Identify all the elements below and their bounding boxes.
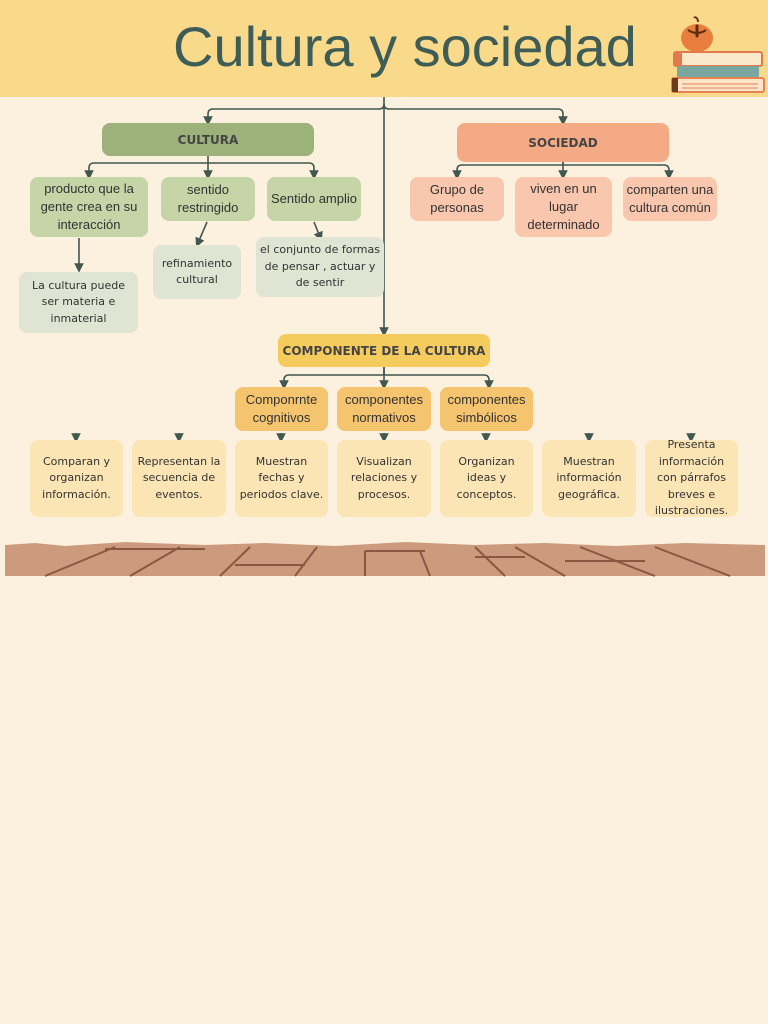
cultura-detail-materia: La cultura puede ser materia e inmateria… <box>19 272 138 333</box>
componente-item-cognitivos: Componrnte cognitivos <box>235 387 328 431</box>
books-icon <box>671 51 765 93</box>
componente-node: COMPONENTE DE LA CULTURA <box>278 334 490 367</box>
componente-item-normativos: componentes normativos <box>337 387 431 431</box>
books-apple-icon <box>671 16 765 93</box>
apple-icon <box>681 16 713 52</box>
cultura-node: CULTURA <box>102 123 314 156</box>
bottom-item-2: Representan la secuencia de eventos. <box>132 440 226 517</box>
header-band <box>0 0 768 97</box>
bottom-item-1: Comparan y organizan información. <box>30 440 123 517</box>
bottom-item-5: Organizan ideas y conceptos. <box>440 440 533 517</box>
bottom-item-7: Presenta información con párrafos breves… <box>645 438 738 517</box>
wooden-floor-strip <box>5 542 765 577</box>
cultura-detail-refinamiento: refinamiento cultural <box>153 245 241 299</box>
cultura-item-sentido-amplio: Sentido amplio <box>267 177 361 221</box>
connector-lines <box>71 97 696 443</box>
bottom-item-6: Muestran información geográfica. <box>542 440 636 517</box>
cultura-item-producto: producto que la gente crea en su interac… <box>30 177 148 237</box>
sociedad-item-viven: viven en un lugar determinado <box>515 177 612 237</box>
cultura-item-sentido-restringido: sentido restringido <box>161 177 255 221</box>
bottom-item-3: Muestran fechas y periodos clave. <box>235 440 328 517</box>
page-title: Cultura y sociedad <box>173 15 637 78</box>
sociedad-node: SOCIEDAD <box>457 123 669 162</box>
bottom-item-4: Visualizan relaciones y procesos. <box>337 440 431 517</box>
componente-item-simbolicos: componentes simbólicos <box>440 387 533 431</box>
cultura-detail-conjunto: el conjunto de formas de pensar , actuar… <box>256 237 384 297</box>
sociedad-item-grupo: Grupo de personas <box>410 177 504 221</box>
sociedad-item-comparten: comparten una cultura común <box>623 177 717 221</box>
